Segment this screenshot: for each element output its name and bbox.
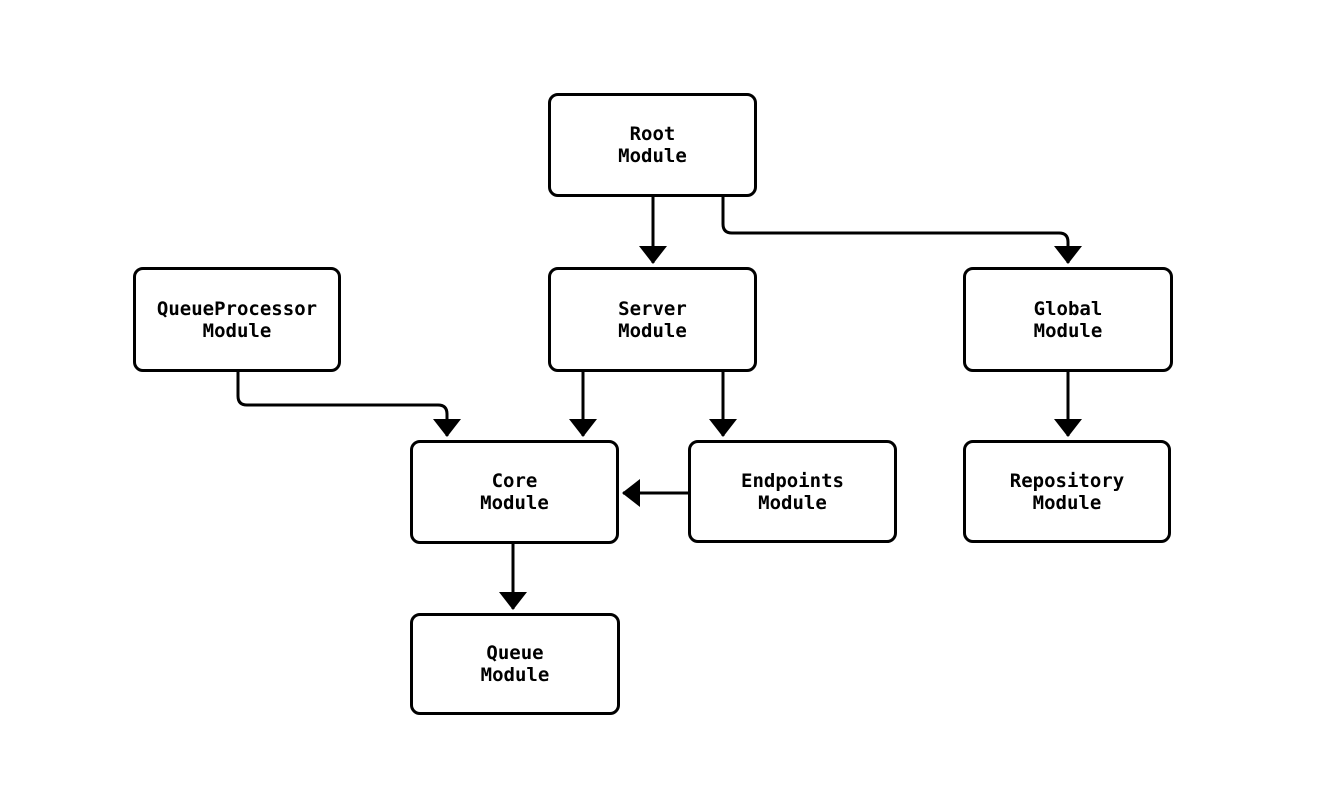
edge-queueprocessor-to-core <box>236 372 461 437</box>
node-label-line: Module <box>618 319 687 342</box>
node-label-line: Module <box>1032 491 1102 514</box>
edge-root-to-global <box>721 197 1082 264</box>
node-label-line: Repository <box>1009 469 1125 492</box>
node-label-line: Module <box>480 492 549 514</box>
node-label-line: Module <box>480 664 550 686</box>
node-label-line: Module <box>202 319 272 342</box>
node-label-line: Root <box>629 123 676 145</box>
node-label-line: Queue <box>486 642 544 664</box>
node-label-line: Module <box>758 491 827 514</box>
node-label-line: Endpoints <box>741 469 844 492</box>
node-label-line: Module <box>618 145 687 167</box>
node-label-line: Server <box>618 297 687 320</box>
node-label-line: QueueProcessor <box>156 297 318 320</box>
node-label-line: Global <box>1033 297 1103 320</box>
node-label-line: Core <box>491 470 538 492</box>
node-label-line: Module <box>1033 319 1103 342</box>
